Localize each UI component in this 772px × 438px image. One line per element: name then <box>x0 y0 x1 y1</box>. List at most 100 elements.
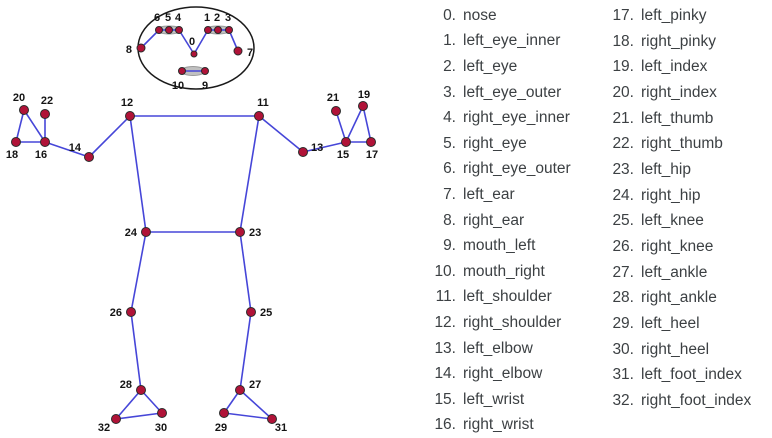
skeleton-connection <box>130 231 147 313</box>
landmark-dot <box>125 111 135 121</box>
skeleton-connection <box>130 311 142 391</box>
legend-item-name: right_heel <box>641 340 710 358</box>
legend-item: 20.right_index <box>606 80 772 106</box>
skeleton-connection <box>88 115 131 158</box>
legend-item-number: 10. <box>434 262 456 280</box>
landmark-dot <box>331 106 341 116</box>
legend-item: 5.right_eye <box>428 131 606 157</box>
legend-item-number: 30. <box>612 340 634 358</box>
legend-item-name: left_ankle <box>641 263 708 281</box>
legend-item-name: left_elbow <box>463 339 533 357</box>
legend-item-name: right_eye_outer <box>463 160 571 178</box>
legend-item-name: left_thumb <box>641 109 714 127</box>
legend-item: 15.left_wrist <box>428 387 606 413</box>
legend-item: 1.left_eye_inner <box>428 29 606 55</box>
legend-item-name: right_ear <box>463 211 525 229</box>
legend-item: 17.left_pinky <box>606 3 772 29</box>
landmark-dot <box>190 50 198 58</box>
legend-item-name: right_thumb <box>641 135 723 153</box>
landmark-number-label: 3 <box>225 12 231 24</box>
landmark-number-label: 12 <box>121 97 133 109</box>
landmark-number-label: 11 <box>257 97 269 109</box>
legend-item: 22. right_thumb <box>606 131 772 157</box>
skeleton-connection <box>258 115 304 153</box>
landmark-dot <box>341 137 351 147</box>
landmark-dot <box>178 67 186 75</box>
landmark-number-label: 2 <box>214 12 220 24</box>
landmark-dot <box>233 46 243 56</box>
landmark-dot <box>40 137 50 147</box>
legend-item-number: 22. <box>612 135 634 153</box>
landmark-number-label: 17 <box>366 149 378 161</box>
landmark-dot <box>358 101 368 111</box>
landmark-dot <box>84 152 94 162</box>
legend-item-name: nose <box>463 6 497 24</box>
legend-item: 7.left_ear <box>428 182 606 208</box>
legend-item-number: 19. <box>612 58 634 76</box>
legend-item-number: 13. <box>434 339 456 357</box>
landmark-number-label: 32 <box>98 422 110 434</box>
legend-item-name: right_ankle <box>641 289 717 307</box>
landmark-dot <box>225 26 233 34</box>
legend-item: 25.left_knee <box>606 209 772 235</box>
legend-item: 3.left_eye_outer <box>428 80 606 106</box>
legend-item-number: 0. <box>443 6 456 24</box>
legend-item-number: 17. <box>612 6 634 24</box>
legend-item: 23.left_hip <box>606 157 772 183</box>
landmark-dot <box>246 307 256 317</box>
legend-item-number: 14. <box>434 365 456 383</box>
landmark-dot <box>40 109 50 119</box>
skeleton-connection <box>223 412 273 420</box>
legend-item: 6. right_eye_outer <box>428 157 606 183</box>
legend-item-name: right_index <box>641 83 717 101</box>
legend-item-name: right_elbow <box>463 365 543 383</box>
legend-item: 4.right_eye_inner <box>428 105 606 131</box>
landmark-dot <box>157 408 167 418</box>
skeleton-connection <box>302 141 347 153</box>
legend-item: 32.right_foot_index <box>606 388 772 414</box>
landmark-number-label: 21 <box>327 92 339 104</box>
landmark-dot <box>141 227 151 237</box>
landmark-dot <box>136 43 146 53</box>
legend-item: 19. left_index <box>606 54 772 80</box>
legend-item-number: 15. <box>434 390 456 408</box>
legend-item: 29.left_heel <box>606 311 772 337</box>
legend-item-number: 6. <box>443 160 456 178</box>
legend-item-number: 9. <box>443 237 456 255</box>
landmark-number-label: 23 <box>249 227 261 239</box>
skeleton-connection <box>345 105 364 143</box>
legend-item: 16.right_wrist <box>428 413 606 438</box>
landmark-dot <box>366 137 376 147</box>
legend-item: 26.right_knee <box>606 234 772 260</box>
legend-item-name: right_pinky <box>641 32 716 50</box>
skeleton-connection <box>140 389 163 414</box>
legend-item: 12.right_shoulder <box>428 310 606 336</box>
landmark-number-label: 24 <box>125 227 138 239</box>
skeleton-connection <box>239 389 273 420</box>
landmark-number-label: 26 <box>110 307 122 319</box>
landmark-dot <box>235 227 245 237</box>
landmark-number-label: 28 <box>120 379 132 391</box>
legend-item-name: right_foot_index <box>641 392 752 410</box>
landmark-dot <box>111 414 121 424</box>
landmark-number-label: 30 <box>155 422 167 434</box>
legend-item: 27. left_ankle <box>606 260 772 286</box>
legend-item-name: left_index <box>641 58 708 76</box>
legend-item-number: 1. <box>443 32 456 50</box>
legend-item: 31.left_foot_index <box>606 363 772 389</box>
legend-item-number: 2. <box>443 57 456 75</box>
legend-item: 28.right_ankle <box>606 286 772 312</box>
legend-item-name: mouth_left <box>463 237 536 255</box>
legend-item-number: 12. <box>434 313 456 331</box>
landmark-number-label: 16 <box>35 149 47 161</box>
legend-item: 18.right_pinky <box>606 29 772 55</box>
landmark-number-label: 31 <box>275 422 287 434</box>
legend-item-number: 26. <box>612 238 634 256</box>
skeleton-connection <box>239 311 252 391</box>
legend-item-name: left_hip <box>641 160 691 178</box>
skeleton-connection <box>362 105 372 143</box>
legend-item-number: 27. <box>612 263 634 281</box>
legend-item-name: right_hip <box>641 186 701 204</box>
legend-item-number: 24. <box>612 186 634 204</box>
